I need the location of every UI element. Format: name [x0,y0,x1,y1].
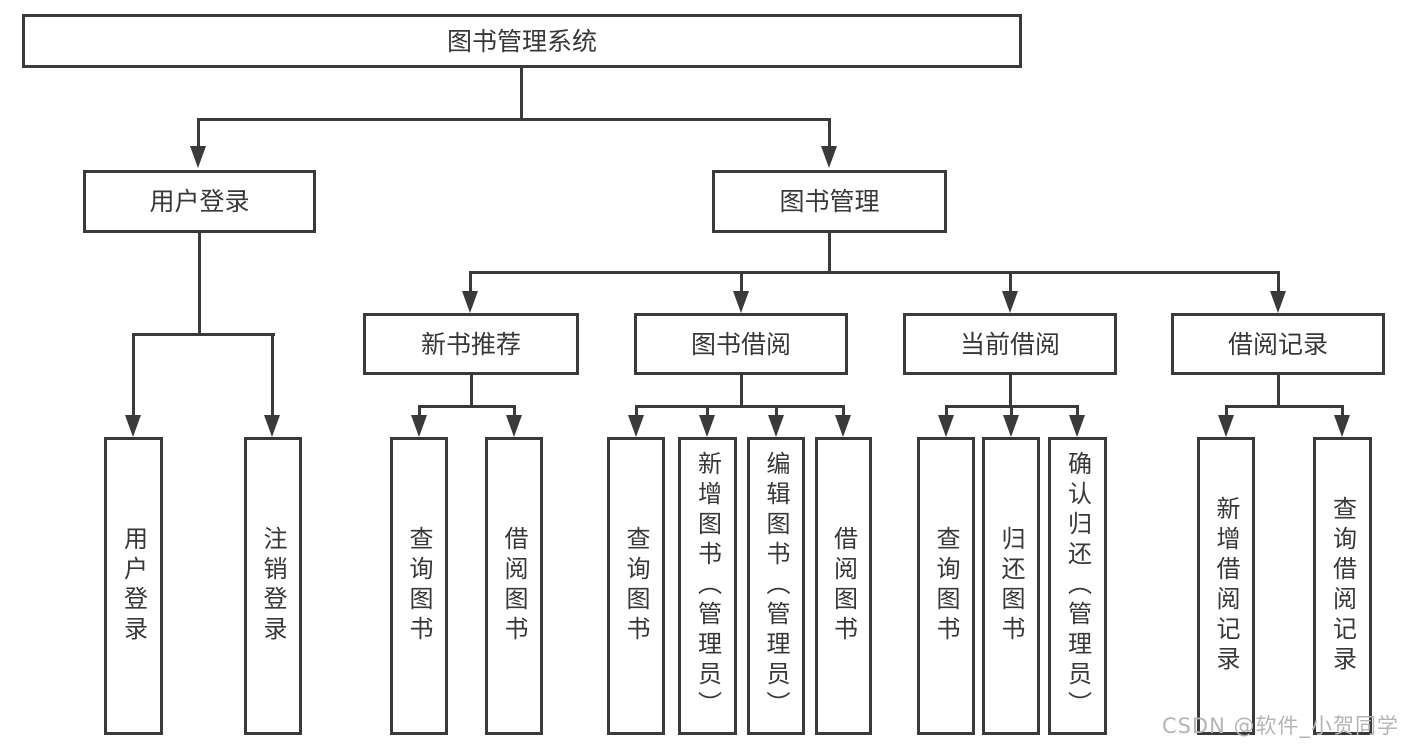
leaf-query-borrow-record: 查询借阅记录 [1313,437,1372,735]
connector-line [706,405,709,417]
arrow-down-icon [835,415,851,437]
connector-line [828,233,831,273]
connector-line [775,405,778,417]
arrow-down-icon [938,415,954,437]
watermark: CSDN @软件_小贺同学 [1161,714,1399,738]
connector-line [635,405,638,417]
leaf-query-books-current: 查询图书 [917,437,975,735]
leaf-return-books-label: 归还图书 [997,526,1025,646]
leaf-add-borrow-record: 新增借阅记录 [1197,437,1255,735]
node-borrow-records-label: 借阅记录 [1227,329,1328,359]
leaf-logout-label: 注销登录 [259,526,287,646]
leaf-query-books-borrow: 查询图书 [607,437,665,735]
connector-line [828,118,831,152]
node-root-label: 图书管理系统 [446,26,597,56]
connector-line [1341,405,1344,417]
node-user-login: 用户登录 [83,170,316,233]
leaf-add-book-admin-label: 新增图书（管理员） [693,451,722,721]
node-current-borrowing-label: 当前借阅 [959,329,1060,359]
arrow-down-icon [1002,291,1018,313]
arrow-down-icon [1218,415,1234,437]
connector-line [1225,405,1228,417]
connector-line [271,333,274,417]
connector-line [132,333,135,417]
arrow-down-icon [1069,415,1085,437]
arrow-down-icon [506,415,522,437]
connector-line [197,118,200,152]
leaf-confirm-return-admin: 确认归还（管理员） [1048,437,1107,735]
node-borrow-records: 借阅记录 [1171,313,1385,375]
connector-line [418,405,516,408]
leaf-borrow-books-label: 借阅图书 [829,526,858,646]
connector-line [842,405,845,417]
arrow-down-icon [733,291,749,313]
node-user-login-label: 用户登录 [149,187,250,216]
leaf-query-books-recommend-label: 查询图书 [405,526,433,646]
leaf-query-books-borrow-label: 查询图书 [622,526,650,646]
connector-line [469,271,472,293]
connector-line [198,233,201,335]
connector-line [1225,405,1344,408]
leaf-return-books: 归还图书 [982,437,1040,735]
connector-line [469,271,1279,274]
arrow-down-icon [1270,291,1286,313]
connector-line [520,67,523,120]
arrow-down-icon [1003,415,1019,437]
arrow-down-icon [1334,415,1350,437]
connector-line [197,118,831,121]
connector-line [1010,405,1013,417]
arrow-down-icon [821,146,837,168]
connector-line [1076,405,1079,417]
leaf-query-books-recommend: 查询图书 [390,437,448,735]
leaf-user-login: 用户登录 [104,437,163,735]
leaf-query-books-current-label: 查询图书 [932,526,960,646]
connector-line [513,405,516,417]
node-book-management-label: 图书管理 [779,187,880,216]
leaf-add-book-admin: 新增图书（管理员） [678,437,737,735]
node-book-borrowing: 图书借阅 [634,313,848,375]
arrow-down-icon [125,415,141,437]
arrow-down-icon [768,415,784,437]
connector-line [132,333,275,336]
leaf-edit-book-admin-label: 编辑图书（管理员） [762,451,790,721]
connector-line [740,375,743,407]
arrow-down-icon [190,146,206,168]
leaf-borrow-books-recommend-label: 借阅图书 [500,526,528,646]
leaf-borrow-books: 借阅图书 [815,437,872,735]
connector-line [635,405,845,408]
node-book-borrowing-label: 图书借阅 [690,329,791,359]
connector-line [1277,375,1280,407]
leaf-borrow-books-recommend: 借阅图书 [485,437,543,735]
arrow-down-icon [462,291,478,313]
arrow-down-icon [699,415,715,437]
connector-line [945,405,948,417]
leaf-user-login-label: 用户登录 [119,526,148,646]
node-new-book-recommend-label: 新书推荐 [420,329,521,359]
arrow-down-icon [264,415,280,437]
connector-line [470,375,473,407]
connector-line [740,271,743,293]
leaf-confirm-return-admin-label: 确认归还（管理员） [1063,451,1092,721]
connector-line [1009,271,1012,293]
leaf-edit-book-admin: 编辑图书（管理员） [747,437,805,735]
arrow-down-icon [628,415,644,437]
connector-line [418,405,421,417]
leaf-add-borrow-record-label: 新增借阅记录 [1212,496,1240,676]
connector-line [1009,375,1012,407]
node-root: 图书管理系统 [22,14,1022,68]
node-new-book-recommend: 新书推荐 [363,313,579,375]
leaf-logout: 注销登录 [244,437,302,735]
connector-line [1277,271,1280,293]
leaf-query-borrow-record-label: 查询借阅记录 [1328,496,1357,676]
arrow-down-icon [411,415,427,437]
node-book-management: 图书管理 [712,170,947,233]
node-current-borrowing: 当前借阅 [903,313,1117,375]
